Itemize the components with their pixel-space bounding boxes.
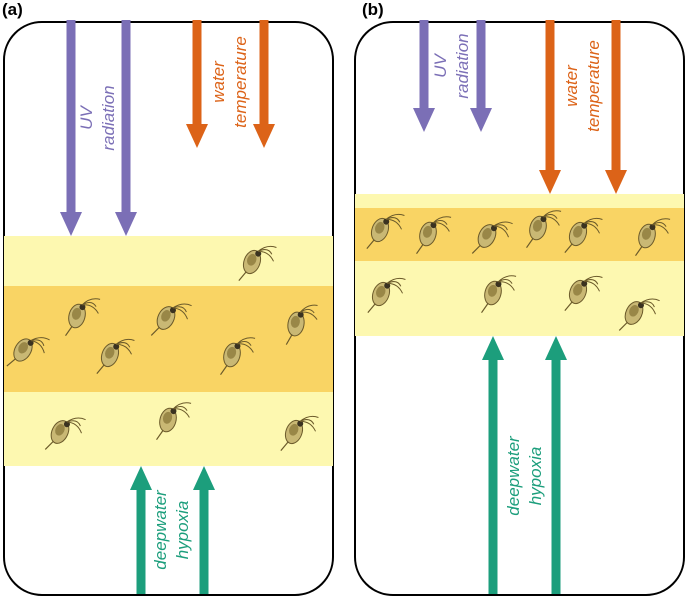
panel-a-band-core <box>4 286 333 392</box>
panel-b-uv-arrows <box>413 20 492 132</box>
panel-a-temperature-label-line1: water <box>209 60 228 103</box>
panel-a-temperature-arrows <box>186 20 275 148</box>
panel-b-uv-label-line2: radiation <box>453 33 472 98</box>
panel-b-label: (b) <box>362 0 384 19</box>
panel-b-uv-label-line1: UV <box>431 53 450 78</box>
panel-a-uv-label: UV radiation <box>77 85 118 150</box>
panel-b-uv-label: UV radiation <box>431 33 472 98</box>
panel-a-hypoxia-arrows <box>130 466 215 594</box>
panel-a-temperature-label: water temperature <box>209 36 250 128</box>
panel-b: UV radiation water temperature deepwater… <box>354 0 685 596</box>
panel-a: UV radiation water temperature deepwater… <box>2 0 334 596</box>
panel-a-hypoxia-label-line2: hypoxia <box>173 501 192 560</box>
panel-b-hypoxia-label-line1: deepwater <box>504 435 523 516</box>
panel-a-uv-arrows <box>60 20 137 236</box>
panel-b-hypoxia-label: deepwater hypoxia <box>504 435 545 516</box>
panel-b-temperature-label-line1: water <box>562 64 581 107</box>
panel-a-label: (a) <box>2 0 23 19</box>
panel-a-hypoxia-label: deepwater hypoxia <box>151 489 192 570</box>
panel-a-hypoxia-label-line1: deepwater <box>151 489 170 570</box>
panel-b-temperature-label-line2: temperature <box>584 40 603 132</box>
panel-a-temperature-label-line2: temperature <box>231 36 250 128</box>
panel-b-temperature-label: water temperature <box>562 40 603 132</box>
panel-b-hypoxia-arrows <box>482 336 567 594</box>
panel-a-uv-label-line2: radiation <box>99 85 118 150</box>
panel-b-hypoxia-label-line2: hypoxia <box>526 447 545 506</box>
panel-b-temperature-arrows <box>539 20 627 194</box>
panel-b-band-core <box>355 208 684 261</box>
panel-a-uv-label-line1: UV <box>77 105 96 130</box>
